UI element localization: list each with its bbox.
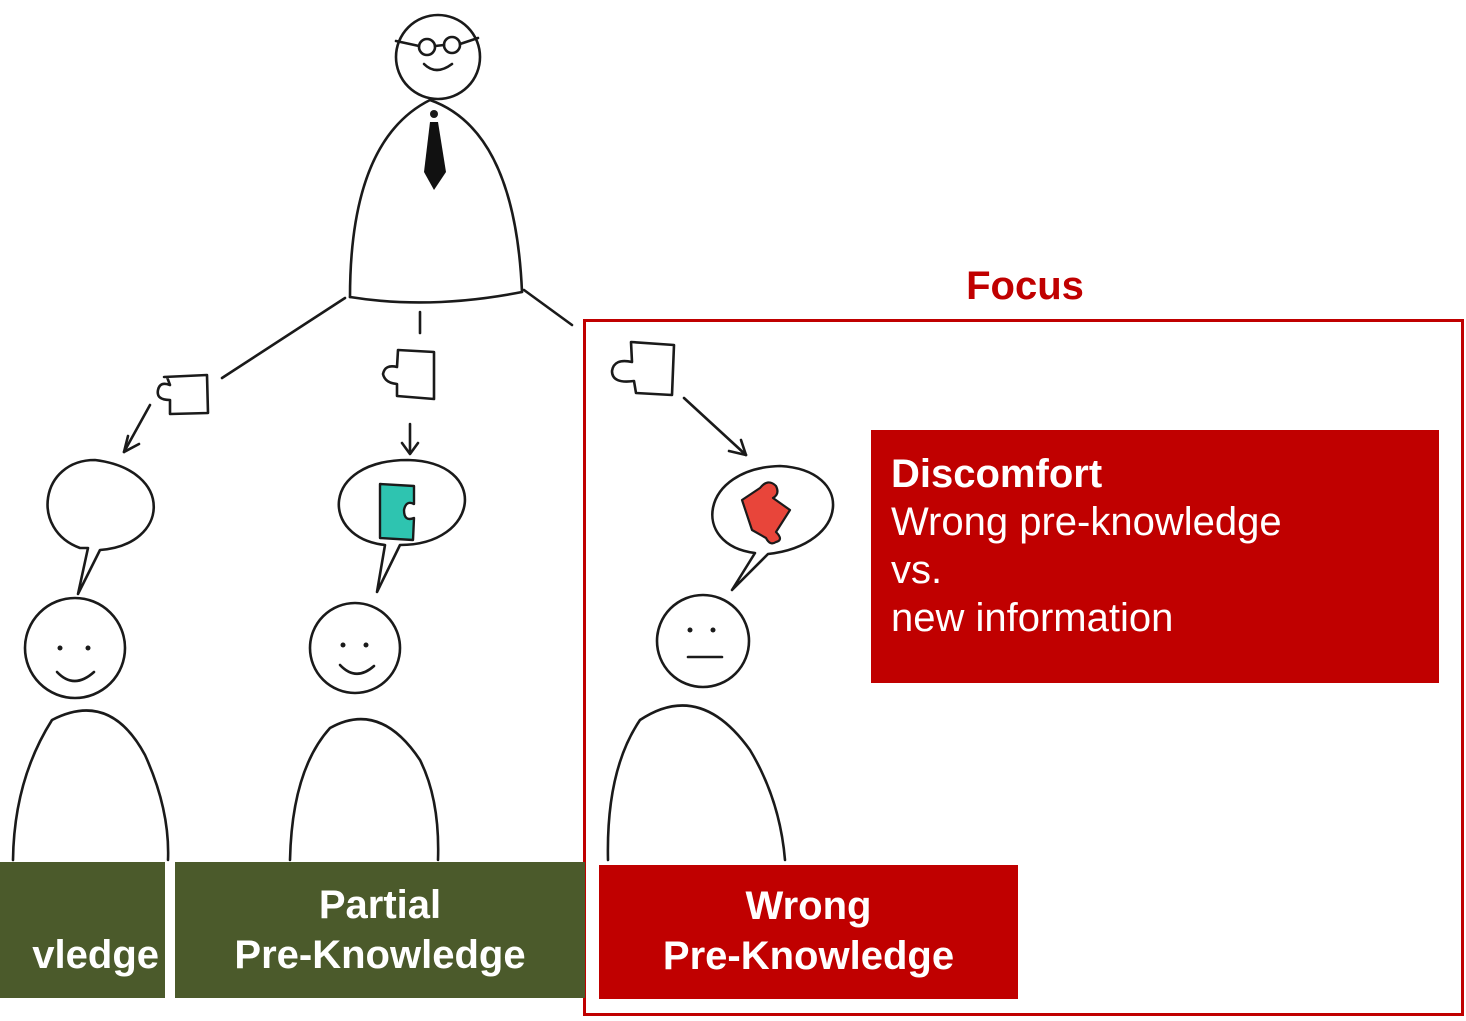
wrong-pre-knowledge-label: Wrong Pre-Knowledge: [599, 865, 1018, 999]
partial-label-line-1: Partial: [318, 883, 442, 927]
teacher-tie: [424, 110, 446, 190]
discomfort-title: Discomfort: [891, 452, 1103, 496]
teacher-head: [394, 13, 482, 101]
puzzle-piece-icon: [156, 373, 210, 416]
discomfort-callout: Discomfort Wrong pre-knowledge vs. new i…: [871, 430, 1439, 683]
student-figure-icon: [11, 596, 170, 862]
discomfort-line-3: new information: [891, 596, 1174, 640]
teacher-figure-icon: [348, 13, 524, 304]
partial-pre-knowledge-label: Partial Pre-Knowledge: [175, 862, 585, 998]
puzzle-piece-icon: [381, 348, 436, 401]
thought-bubble-icon: [337, 458, 467, 594]
knowledge-transfer-lines: [122, 288, 748, 457]
wrong-label-line-1: Wrong: [745, 884, 872, 928]
no-label-line-2: vledge: [32, 933, 159, 977]
puzzle-piece-icon: [740, 481, 792, 545]
partial-label-line-2: Pre-Knowledge: [234, 933, 526, 977]
focus-title: Focus: [966, 264, 1084, 308]
no-pre-knowledge-label: vledge: [0, 862, 165, 998]
student-figure-icon: [288, 601, 440, 862]
puzzle-piece-icon: [378, 482, 416, 542]
student-figure-icon: [606, 593, 787, 862]
thought-bubble-icon: [711, 464, 835, 592]
thought-bubble-icon: [46, 458, 156, 596]
discomfort-line-1: Wrong pre-knowledge: [891, 500, 1282, 544]
teacher-body: [348, 98, 524, 304]
wrong-label-line-2: Pre-Knowledge: [662, 934, 955, 978]
no-label-line-1: [0, 880, 159, 930]
discomfort-line-2: vs.: [891, 548, 943, 592]
puzzle-piece-icon: [610, 340, 676, 397]
focus-frame: [583, 319, 1464, 1016]
